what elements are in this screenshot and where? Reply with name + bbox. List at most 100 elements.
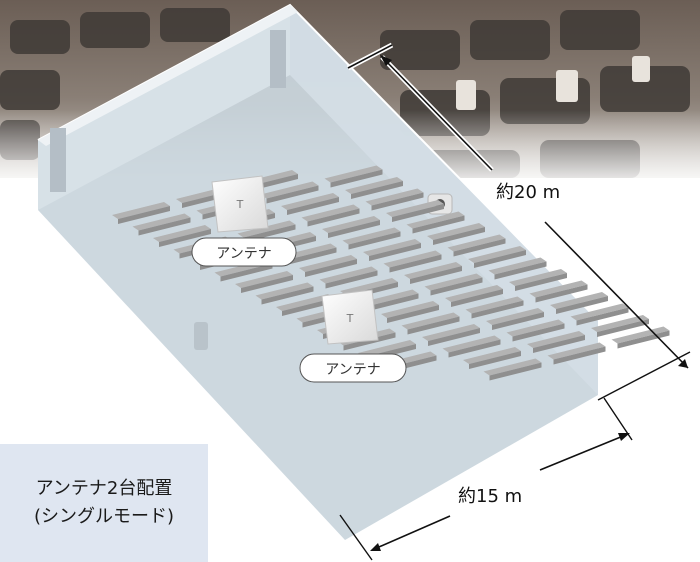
dimension-width xyxy=(339,397,633,561)
seat-row-front xyxy=(556,296,608,314)
seat-row xyxy=(276,294,334,311)
seat-row-front xyxy=(325,270,378,289)
seat-row xyxy=(255,282,314,300)
seat-row-front xyxy=(266,185,319,204)
seat-row xyxy=(112,202,170,219)
seat-row-front xyxy=(576,307,629,326)
seat-row xyxy=(509,269,567,286)
dimension-length-label: 約20 m xyxy=(496,182,560,203)
seat-row-front xyxy=(284,247,337,266)
svg-text:T: T xyxy=(346,312,354,325)
seat-row xyxy=(442,335,501,353)
seat-row-front xyxy=(448,339,501,358)
seat-row-front xyxy=(407,316,460,335)
seat-row-front xyxy=(118,206,170,224)
seat-row-front xyxy=(597,319,649,337)
seat-row xyxy=(570,303,629,321)
seat-row-front xyxy=(392,204,444,222)
seat-row-front xyxy=(410,266,462,284)
seat-row-front xyxy=(241,275,293,293)
seat-row-front xyxy=(159,229,211,247)
seat-row-front xyxy=(451,289,503,307)
seat-row xyxy=(468,246,526,263)
seat-row-front xyxy=(553,346,606,365)
seat-row-front xyxy=(453,238,506,257)
seat-row-front xyxy=(430,277,483,296)
seat-row xyxy=(319,266,378,284)
caption-line-1: アンテナ2台配置 xyxy=(35,478,173,499)
seat-row-front xyxy=(535,284,588,303)
seat-row xyxy=(445,285,503,302)
seat-row xyxy=(427,223,485,240)
seat-row-front xyxy=(351,181,403,199)
seat-row-front xyxy=(412,215,465,234)
seat-row-front xyxy=(512,323,565,342)
left-device xyxy=(194,322,208,350)
seat-row-front xyxy=(282,298,334,316)
seat-row-front xyxy=(220,263,273,282)
seat-row xyxy=(237,220,296,238)
antenna-2-panel xyxy=(321,289,379,345)
seat-row-front xyxy=(305,259,357,277)
seat-row-front xyxy=(494,261,547,280)
seat-row xyxy=(281,193,339,210)
antenna-label-2: アンテナ xyxy=(325,362,380,378)
seat-row xyxy=(153,225,211,242)
seat-row-front xyxy=(371,192,424,211)
seat-row-front xyxy=(348,231,401,250)
dimension-width-line-lower xyxy=(371,515,451,551)
seat-row-front xyxy=(287,197,339,215)
seat-row xyxy=(383,250,442,268)
seat-row xyxy=(463,347,521,364)
seat-row xyxy=(358,340,416,357)
seat-row-front xyxy=(366,293,419,312)
seat-row xyxy=(483,358,542,376)
seat-row xyxy=(529,280,588,298)
seat-row xyxy=(386,200,444,217)
seat-row xyxy=(340,278,398,295)
seat-row xyxy=(465,296,524,314)
seat-row xyxy=(365,188,424,206)
seat-row xyxy=(401,312,460,330)
seat-row xyxy=(447,234,506,252)
seat-row xyxy=(235,271,293,288)
seat-row xyxy=(324,165,383,183)
seat-row-front xyxy=(369,243,421,261)
seat-row-front xyxy=(533,335,585,353)
seat-row-front xyxy=(389,254,442,273)
seat-row-front xyxy=(474,250,526,268)
pillar-back xyxy=(270,30,286,88)
seat-row xyxy=(550,292,608,309)
seat-row xyxy=(299,255,357,272)
dimension-length-line-lower xyxy=(544,221,689,369)
seat-row-front xyxy=(492,312,544,330)
seat-row xyxy=(486,308,544,325)
pillar-left xyxy=(50,128,66,192)
antenna-label-2-bubble: アンテナ xyxy=(299,353,407,383)
seat-row-front xyxy=(261,286,314,305)
seat-row-front xyxy=(469,351,521,369)
seat-row-front xyxy=(343,332,396,351)
seat-row-front xyxy=(433,227,485,245)
seat-row xyxy=(301,204,360,222)
back-wall xyxy=(38,5,290,210)
caption-line-2: (シングルモード) xyxy=(33,506,175,527)
seat-row xyxy=(322,216,380,233)
dimension-width-line-upper xyxy=(539,433,629,471)
seat-row xyxy=(488,257,547,275)
seat-row-front xyxy=(428,328,480,346)
seat-row xyxy=(422,324,480,341)
seat-row xyxy=(506,319,565,337)
antenna-label-1: アンテナ xyxy=(216,246,271,262)
dimension-length-line xyxy=(381,56,493,171)
antenna-1: T xyxy=(211,175,269,233)
caption-box: アンテナ2台配置 (シングルモード) xyxy=(0,444,208,562)
seat-row-front xyxy=(471,300,524,319)
dimension-length xyxy=(346,42,691,401)
antenna-label-1-bubble: アンテナ xyxy=(191,237,297,267)
seat-row-front xyxy=(328,220,380,238)
seat-row xyxy=(363,239,421,256)
seat-row xyxy=(342,227,401,245)
seat-row xyxy=(527,331,585,348)
